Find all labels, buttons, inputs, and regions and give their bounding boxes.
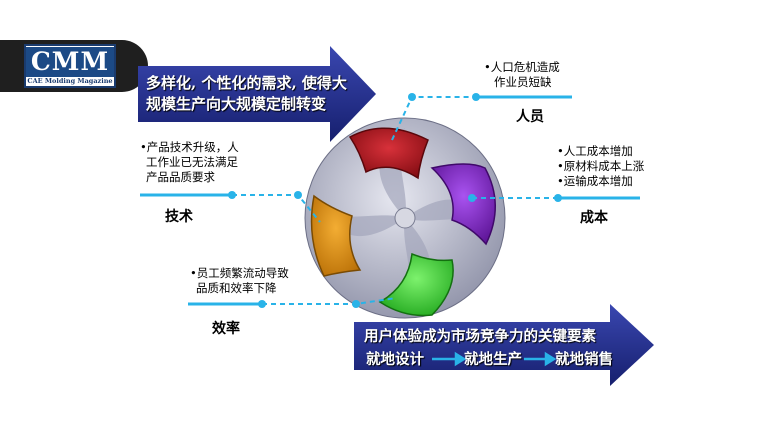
cost-bullets: •人工成本增加 •原材料成本上涨 •运输成本增加 [557,144,644,189]
orange-segment [310,194,362,277]
top-arrow-text: 多样化, 个性化的需求, 使得大 规模生产向大规模定制转变 [146,73,347,115]
dot-tech-b [294,191,302,199]
personnel-bullet-1: •人口危机造成 [484,60,560,74]
dot-tech-a [228,191,236,199]
bottom-arrow-line-1: 用户体验成为市场竞争力的关键要素 [364,328,596,345]
cost-label: 成本 [580,210,608,226]
dot-personnel-b [472,93,480,101]
step-2: 就地生产 [464,351,522,368]
dot-cost-b [554,194,562,202]
tech-label: 技术 [165,209,193,225]
personnel-label: 人员 [516,109,544,125]
dot-eff-b [352,300,360,308]
dot-eff-a [258,300,266,308]
top-arrow [138,46,376,142]
logo-subtitle: CAE Molding Magazine [27,77,113,85]
logo: CMM CAE Molding Magazine [24,44,116,88]
top-arrow-line-1: 多样化, 个性化的需求, 使得大 [146,74,347,92]
tech-bullet-2: 工作业已无法满足 [146,155,238,169]
tech-bullet-3: 产品品质要求 [146,170,215,184]
logo-title: CMM [26,47,114,77]
efficiency-bullet-2: 品质和效率下降 [196,281,277,295]
top-arrow-line-2: 规模生产向大规模定制转变 [146,95,327,113]
step-1: 就地设计 [366,351,424,368]
bottom-arrow-text: 用户体验成为市场竞争力的关键要素 [364,327,596,347]
cost-bullet-3: •运输成本增加 [557,174,633,188]
personnel-bullet-2: 作业员短缺 [494,75,552,89]
cost-bullet-1: •人工成本增加 [557,144,633,158]
purple-segment [430,163,496,246]
dot-cost-a [468,194,476,202]
dot-personnel-a [408,93,416,101]
personnel-bullets: •人口危机造成 作业员短缺 [484,60,560,90]
cost-bullet-2: •原材料成本上涨 [557,159,645,173]
step-3: 就地销售 [555,351,613,368]
tech-bullet-1: •产品技术升级，人 [140,140,239,154]
green-segment [378,252,454,317]
efficiency-bullets: •员工频繁流动导致 品质和效率下降 [190,266,289,296]
efficiency-bullet-1: •员工频繁流动导致 [190,266,289,280]
bottom-arrow [354,304,654,386]
red-segment [348,127,429,180]
efficiency-label: 效率 [212,321,240,337]
tech-bullets: •产品技术升级，人 工作业已无法满足 产品品质要求 [140,140,239,185]
